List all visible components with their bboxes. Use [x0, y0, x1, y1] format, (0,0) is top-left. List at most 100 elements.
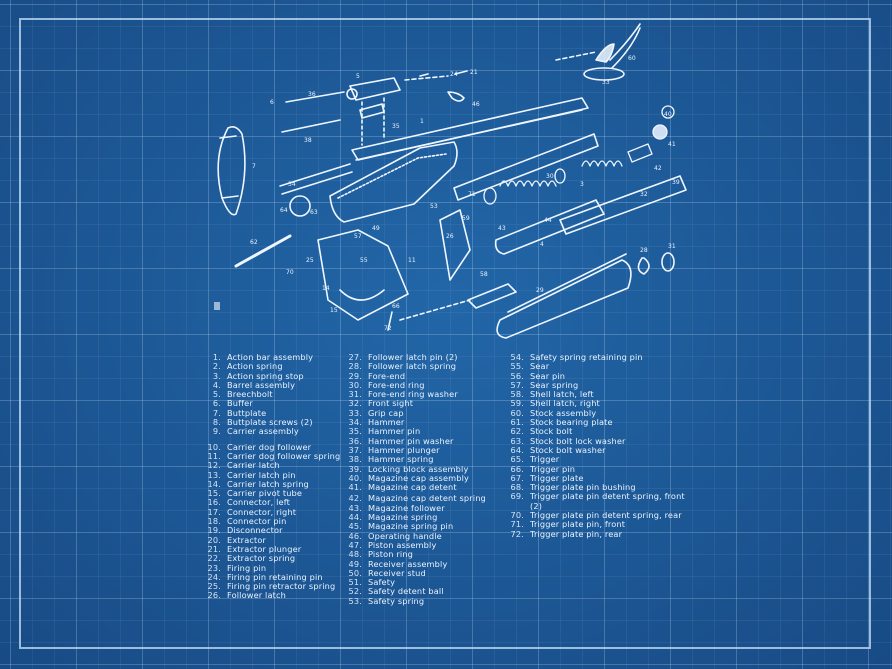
parts-list-item: 40.Magazine cap assembly — [348, 472, 470, 483]
parts-list-item: 19.Disconnector — [207, 525, 283, 536]
svg-text:44: 44 — [544, 217, 552, 224]
parts-list-item: 65.Trigger — [510, 454, 560, 465]
parts-list-item: 3.Action spring stop — [212, 370, 304, 381]
svg-text:38: 38 — [304, 137, 312, 144]
parts-list-item: 56.Sear pin — [510, 370, 566, 381]
parts-list-item: 2.Action spring — [212, 361, 283, 372]
parts-list-item: 62.Stock bolt — [510, 426, 573, 437]
parts-list-item: 45.Magazine spring pin — [348, 521, 454, 532]
parts-list-item: 55.Sear — [510, 361, 550, 372]
svg-text:26: 26 — [446, 233, 454, 240]
svg-text:64: 64 — [280, 207, 288, 214]
parts-list-item: 29.Fore-end — [348, 370, 406, 381]
parts-list-item: 16.Connector, left — [207, 497, 290, 508]
parts-list-item: 69.Trigger plate pin detent spring, fron… — [510, 491, 685, 502]
parts-list-item: 24.Firing pin retaining pin — [207, 571, 323, 582]
parts-list-item: 66.Trigger pin — [510, 463, 576, 474]
svg-text:41: 41 — [668, 141, 676, 148]
parts-list-item: 61.Stock bearing plate — [510, 417, 613, 428]
fore-end-part — [467, 252, 675, 339]
parts-list-item: 67.Trigger plate — [510, 472, 584, 483]
parts-list-item: 49.Receiver assembly — [348, 558, 448, 569]
parts-list-item: 46.Operating handle — [348, 530, 442, 541]
svg-text:4: 4 — [540, 241, 544, 248]
parts-list-item: 32.Front sight — [348, 398, 414, 409]
buttplate-part — [217, 126, 246, 216]
parts-list-item: 54.Safety spring retaining pin — [510, 352, 643, 362]
parts-list-item: 39.Locking block assembly — [348, 463, 469, 474]
parts-list-item: 72.Trigger plate pin, rear — [510, 528, 623, 539]
parts-list-item: 60.Stock assembly — [510, 407, 597, 418]
svg-text:39: 39 — [672, 179, 680, 186]
parts-list-item: 22.Extractor spring — [207, 553, 296, 564]
parts-list-item: 51.Safety — [348, 577, 396, 588]
svg-text:49: 49 — [372, 225, 380, 232]
parts-list-item: 43.Magazine follower — [348, 502, 445, 513]
svg-text:53: 53 — [430, 203, 438, 210]
parts-list-item: 7.Buttplate — [212, 407, 267, 418]
breechbolt-part — [281, 70, 468, 146]
parts-list-column-1: 1.Action bar assembly 2.Action spring 3.… — [207, 352, 341, 601]
parts-list-item: 27.Follower latch pin (2) — [348, 352, 458, 362]
parts-list-item: 42.Magazine cap detent spring — [348, 493, 486, 504]
parts-list-item: 13.Carrier latch pin — [207, 469, 296, 480]
svg-text:43: 43 — [498, 225, 506, 232]
parts-list-item: 21.Extractor plunger — [207, 543, 302, 554]
svg-text:25: 25 — [306, 257, 314, 264]
parts-list-item: 50.Receiver stud — [348, 567, 426, 578]
parts-list-item: 25.Firing pin retractor spring — [207, 581, 336, 592]
blueprint-border — [19, 18, 871, 649]
parts-list-item: 38.Hammer spring — [348, 454, 434, 465]
svg-text:5: 5 — [356, 73, 360, 80]
parts-list-item: 31.Fore-end ring washer — [348, 389, 458, 400]
parts-list-item: 20.Extractor — [207, 534, 267, 545]
parts-list-item: 70.Trigger plate pin detent spring, rear — [510, 510, 682, 521]
parts-list-item: 37.Hammer plunger — [348, 444, 440, 455]
svg-text:72: 72 — [384, 325, 392, 332]
svg-text:57: 57 — [354, 233, 362, 240]
parts-list-item: 52.Safety detent ball — [348, 586, 444, 597]
svg-text:40: 40 — [664, 111, 672, 118]
grip-cap-part — [555, 23, 641, 81]
parts-list-item: 1.Action bar assembly — [212, 352, 314, 362]
svg-text:55: 55 — [360, 257, 368, 264]
parts-list-item: 10.Carrier dog follower — [207, 441, 312, 452]
parts-list-item: 6.Buffer — [212, 398, 253, 409]
svg-text:31: 31 — [668, 243, 676, 250]
parts-list-item: 35.Hammer pin — [348, 426, 421, 437]
svg-text:28: 28 — [640, 247, 648, 254]
svg-text:33: 33 — [602, 79, 610, 86]
parts-list-item: 36.Hammer pin washer — [348, 435, 454, 446]
parts-list-item: 64.Stock bolt washer — [510, 444, 606, 455]
svg-text:3: 3 — [580, 181, 584, 188]
svg-text:70: 70 — [286, 269, 294, 276]
parts-list-item: 30.Fore-end ring — [348, 379, 425, 390]
parts-list-item: 23.Firing pin — [207, 562, 267, 573]
svg-text:14: 14 — [322, 285, 330, 292]
svg-text:30: 30 — [546, 173, 554, 180]
svg-text:7: 7 — [252, 163, 256, 170]
parts-list-column-3: 54.Safety spring retaining pin 55.Sear 5… — [510, 352, 695, 539]
parts-list-item: 33.Grip cap — [348, 407, 404, 418]
parts-list-item: 28.Follower latch spring — [348, 361, 457, 372]
svg-text:60: 60 — [628, 55, 636, 62]
svg-text:63: 63 — [310, 209, 318, 216]
parts-list-item: 9.Carrier assembly — [212, 426, 299, 437]
parts-list-item: 63.Stock bolt lock washer — [510, 435, 626, 446]
parts-list-item: 5.Breechbolt — [212, 389, 273, 400]
parts-list-item: 14.Carrier latch spring — [207, 478, 309, 489]
svg-text:32: 32 — [640, 191, 648, 198]
parts-list-item: 26.Follower latch — [207, 590, 286, 601]
parts-list-item: 4.Barrel assembly — [212, 379, 296, 390]
parts-list-item: 68.Trigger plate pin bushing — [510, 482, 636, 493]
barrel-assembly-part — [351, 97, 687, 255]
svg-text:59: 59 — [462, 215, 470, 222]
parts-list-item: 12.Carrier latch — [207, 460, 280, 471]
parts-list-item: 58.Shell latch, left — [510, 389, 594, 400]
svg-text:29: 29 — [536, 287, 544, 294]
parts-list-item: 71.Trigger plate pin, front — [510, 519, 626, 530]
parts-list-column-2: 27.Follower latch pin (2) 28.Follower la… — [348, 352, 486, 606]
parts-list-item: 34.Hammer — [348, 417, 405, 428]
parts-list-item: 15.Carrier pivot tube — [207, 488, 303, 499]
